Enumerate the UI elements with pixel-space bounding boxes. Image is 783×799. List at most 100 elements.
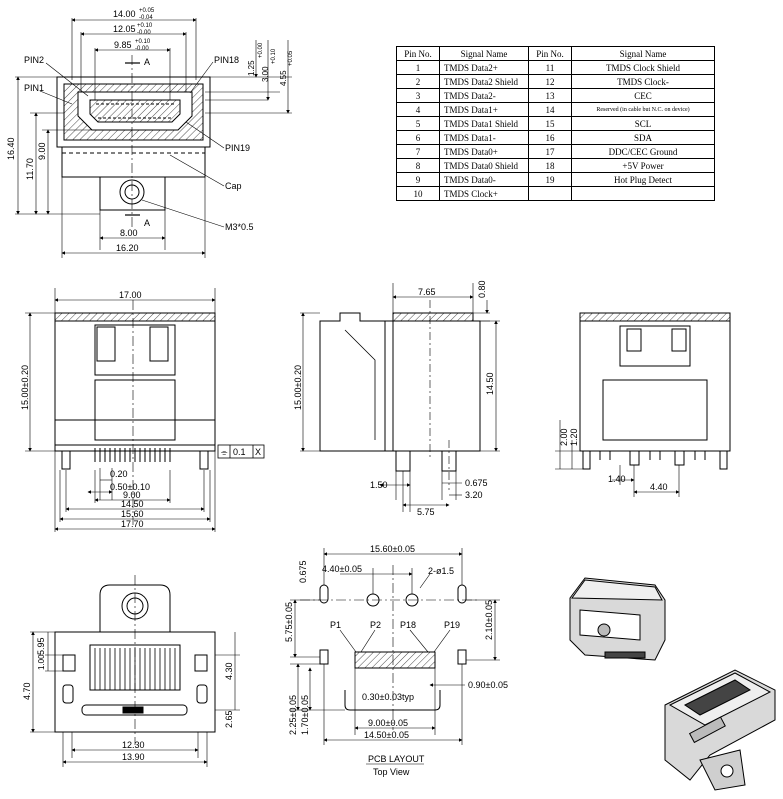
dim-front-width-tol-plus: +0.05 xyxy=(139,8,155,14)
pin-table-header-row: Pin No. Signal Name Pin No. Signal Name xyxy=(396,46,715,61)
bottom-slot-left xyxy=(62,684,74,704)
dim-rear-120: 1.20 xyxy=(569,428,579,446)
dim-front-inner2-tol-plus: +0.10 xyxy=(135,39,151,45)
side-peg-front xyxy=(395,450,411,472)
label-m3: M3*0.5 xyxy=(225,222,254,232)
side-body xyxy=(384,320,481,452)
dim-pcb-225: 2.25±0.05 xyxy=(288,695,298,735)
label-pin2: PIN2 xyxy=(24,55,44,65)
elev-front-lower-window xyxy=(94,379,176,441)
dim-bottom-595: 5.95 xyxy=(36,637,46,655)
dim-front-inner2: 9.85 xyxy=(114,40,132,50)
dim-front-width: 14.00 xyxy=(113,9,136,19)
bottom-latch xyxy=(122,706,144,714)
elev-front-body xyxy=(54,320,216,452)
dim-pcb-1450: 14.50±0.05 xyxy=(364,730,409,740)
bottom-peg-right xyxy=(194,654,208,672)
dim-front-inner1: 12.05 xyxy=(113,24,136,34)
dim-front-r1: 1.25 xyxy=(247,60,256,76)
bottom-slot-right xyxy=(196,684,208,704)
dim-pcb-1560: 15.60±0.05 xyxy=(370,544,415,554)
dim-front-inner1-tol-minus: -0.00 xyxy=(137,30,151,36)
label-pcb-p1: P1 xyxy=(330,620,341,630)
dim-pcb-900: 9.00±0.05 xyxy=(368,718,408,728)
isometric-view-2 xyxy=(664,669,776,791)
dim-bottom-265: 2.65 xyxy=(224,710,234,728)
bottom-bracket xyxy=(99,584,171,633)
dim-front-bottom-16: 16.20 xyxy=(116,243,139,253)
section-mark-bottom: A xyxy=(144,218,150,228)
dim-bottom-430: 4.30 xyxy=(224,662,234,680)
elevation-front xyxy=(25,288,265,532)
bottom-view xyxy=(30,575,240,767)
dim-front-width-tol-minus: -0.04 xyxy=(139,15,153,21)
dim-side-575: 5.75 xyxy=(417,507,435,517)
rear-lower-panel xyxy=(602,379,708,441)
dim-pcb-0675: 0.675 xyxy=(298,560,308,583)
dim-side-320: 3.20 xyxy=(465,490,483,500)
pcb-layout xyxy=(290,548,500,765)
dim-pcb-210: 2.10±0.05 xyxy=(484,600,494,640)
dim-elev-front-pitch: 0.50±0.10 xyxy=(110,482,150,492)
dim-pcb-holes: 2-ø1.5 xyxy=(428,566,454,576)
dim-bottom-1230: 12.30 xyxy=(122,740,145,750)
pcb-layout-subtitle: Top View xyxy=(373,767,410,777)
flatness-ref: X xyxy=(255,447,261,457)
elev-front-pins xyxy=(61,448,209,470)
label-pcb-p19: P19 xyxy=(444,620,460,630)
front-pins xyxy=(96,103,176,119)
dim-front-h3: 9.00 xyxy=(37,142,47,160)
pcb-layout-title: PCB LAYOUT xyxy=(368,754,425,764)
dim-pcb-440: 4.40±0.05 xyxy=(322,564,362,574)
dim-rear-140: 1.40 xyxy=(608,474,626,484)
label-pin1: PIN1 xyxy=(24,83,44,93)
dim-front-r2: 3.00 xyxy=(261,66,270,82)
dim-front-bottom-8: 8.00 xyxy=(120,228,138,238)
dim-front-inner2-tol-minus: -0.00 xyxy=(135,46,149,52)
dim-front-r3: 4.55 xyxy=(279,70,288,86)
dim-side-765: 7.65 xyxy=(418,287,436,297)
pcb-pads xyxy=(319,649,467,669)
section-mark-top: A xyxy=(144,57,150,67)
dim-rear-440: 4.40 xyxy=(650,482,668,492)
dim-front-h2: 11.70 xyxy=(25,158,35,180)
side-top-plate xyxy=(392,312,474,322)
pcb-layout-labels: 15.60±0.05 4.40±0.05 0.675 2-ø1.5 5.75±0… xyxy=(284,544,508,777)
rear-body xyxy=(579,320,731,452)
elev-front-window xyxy=(94,324,176,376)
signal-name-cell: TMDS Clock+ xyxy=(439,186,529,201)
elevation-rear-labels: 2.00 1.20 1.40 4.40 xyxy=(559,428,668,492)
side-front-latch xyxy=(319,312,394,452)
flatness-symbol: ⌯ xyxy=(221,448,228,457)
elevation-rear xyxy=(555,312,731,497)
label-pin18: PIN18 xyxy=(214,55,239,65)
signal-name-cell xyxy=(571,186,715,201)
bottom-view-labels: 5.95 1.00 4.70 4.30 2.65 12.30 13.90 xyxy=(22,637,234,762)
flatness-value: 0.1 xyxy=(233,447,246,457)
dim-front-r3-tol-plus: +0.05 xyxy=(288,50,294,66)
flatness-frame xyxy=(217,444,265,459)
dim-front-r2-tol-plus: +0.10 xyxy=(271,48,277,64)
dim-front-inner1-tol-plus: +0.10 xyxy=(137,23,153,29)
dim-side-0675: 0.675 xyxy=(465,478,488,488)
elevation-front-labels: 17.00 15.00±0.20 ⌯ 0.1 X 0.20 0.50±0.10 … xyxy=(20,290,261,529)
dim-elev-front-1450: 14.50 xyxy=(121,499,144,509)
dim-pcb-030: 0.30±0.03typ xyxy=(362,692,414,702)
label-pcb-p2: P2 xyxy=(370,620,381,630)
front-view xyxy=(15,18,292,258)
dim-side-080: 0.80 xyxy=(477,280,487,298)
dim-elev-front-1770: 17.70 xyxy=(121,519,144,529)
front-view-labels: 14.00 +0.05 -0.04 12.05 +0.10 -0.00 9.85… xyxy=(6,8,294,253)
dim-front-h1: 16.40 xyxy=(6,137,16,160)
dim-elev-front-height: 15.00±0.20 xyxy=(20,365,30,410)
dim-elev-front-020: 0.20 xyxy=(110,469,128,479)
pin-assignment-table: Pin No. Signal Name Pin No. Signal Name … xyxy=(396,46,715,201)
rear-top-plate xyxy=(579,312,731,322)
isometric-view-1 xyxy=(569,577,666,661)
